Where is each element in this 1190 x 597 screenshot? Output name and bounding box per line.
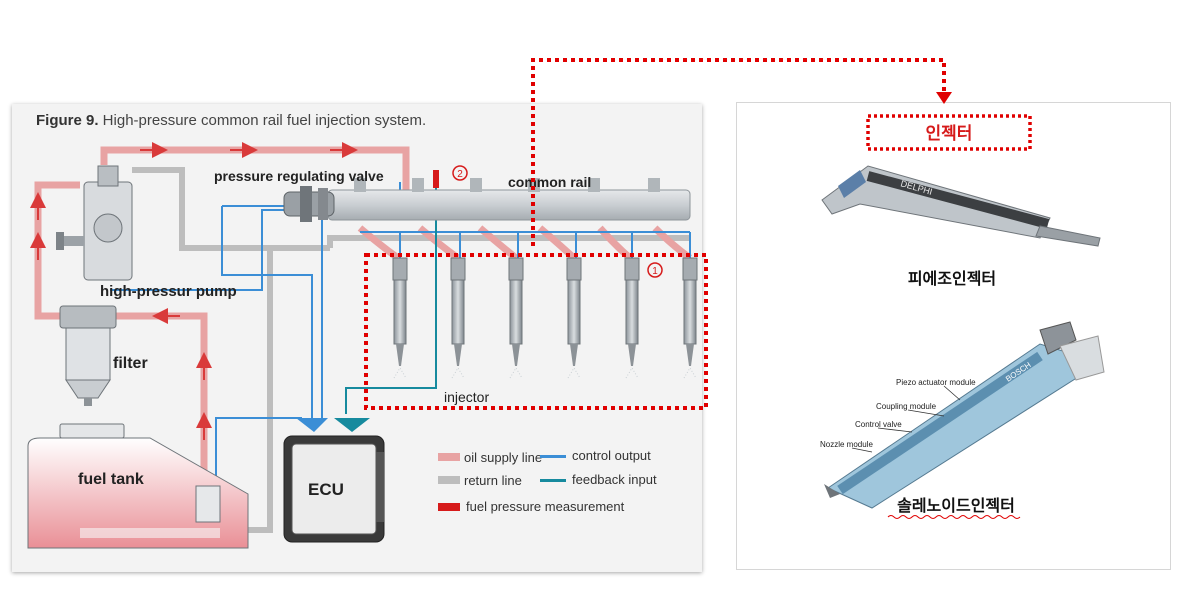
legend: oil supply line control output return li… xyxy=(438,448,657,514)
injector-icon xyxy=(566,257,582,379)
spellcheck-underline xyxy=(887,515,1021,519)
pressure-regulating-valve-label: pressure regulating valve xyxy=(214,168,384,184)
supply-arrows xyxy=(30,142,358,440)
injectors xyxy=(392,257,698,379)
solenoid-injector-label: 솔레노이드인젝터 xyxy=(897,497,1015,515)
injector-icon xyxy=(682,257,698,379)
piezo-injector-label: 피에조인젝터 xyxy=(908,270,996,288)
legend-swatch-oil-supply xyxy=(438,453,460,461)
legend-oil-supply: oil supply line xyxy=(464,450,542,465)
injector-label: injector xyxy=(444,389,489,405)
legend-swatch-return xyxy=(438,476,460,484)
ecu-icon xyxy=(283,418,385,543)
figure-caption: Figure 9. High-pressure common rail fuel… xyxy=(36,112,426,129)
legend-fuel-pressure: fuel pressure measurement xyxy=(466,499,625,514)
injector-highlight-box xyxy=(364,253,708,410)
marker-2-circle xyxy=(452,165,468,181)
high-pressure-pump-label: high-pressur pump xyxy=(100,283,237,300)
feedback-input-line xyxy=(345,178,437,414)
callout-nozzle: Nozzle module xyxy=(820,440,873,449)
callout-piezo-actuator: Piezo actuator module xyxy=(896,378,976,387)
ecu-label: ECU xyxy=(308,480,344,499)
common-rail-label: common rail xyxy=(508,174,591,190)
filter-icon xyxy=(59,305,117,406)
solenoid-injector-icon xyxy=(824,321,1105,509)
injector-title: 인젝터 xyxy=(926,124,973,143)
legend-swatch-control xyxy=(540,455,566,458)
callout-coupling: Coupling module xyxy=(876,402,937,411)
figure-title: High-pressure common rail fuel injection… xyxy=(98,112,427,129)
fuel-tank-label: fuel tank xyxy=(78,471,144,488)
marker-1-circle xyxy=(647,262,663,278)
injector-icon xyxy=(450,257,466,379)
injector-icon xyxy=(624,257,640,379)
legend-control-output: control output xyxy=(572,448,651,463)
legend-swatch-feedback xyxy=(540,479,566,482)
return-lines xyxy=(132,167,690,533)
piezo-injector-icon xyxy=(821,165,1101,247)
title-box xyxy=(866,114,1032,151)
marker-1: 1 xyxy=(652,266,658,277)
valve-icon xyxy=(283,186,335,222)
control-output-lines xyxy=(110,182,691,488)
injector-icon xyxy=(392,257,408,379)
fuel-pressure-sensor xyxy=(433,170,439,188)
figure-number: Figure 9. xyxy=(36,112,99,129)
connector-arrowhead xyxy=(936,92,952,104)
injector-icon xyxy=(508,257,524,379)
pump-icon xyxy=(56,165,133,281)
callout-control-valve: Control valve xyxy=(855,420,902,429)
common-rail xyxy=(327,178,691,221)
solenoid-callouts xyxy=(851,385,961,453)
tank-icon xyxy=(27,423,249,549)
legend-feedback-input: feedback input xyxy=(572,472,657,487)
legend-swatch-fuel-pressure xyxy=(438,503,460,511)
legend-return-line: return line xyxy=(464,473,522,488)
marker-2: 2 xyxy=(457,169,463,180)
filter-label: filter xyxy=(113,355,148,372)
